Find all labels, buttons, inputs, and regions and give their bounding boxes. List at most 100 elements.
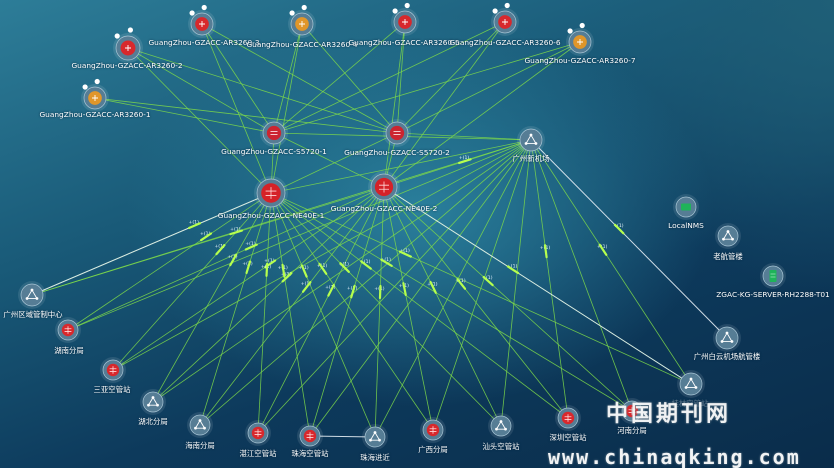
link-ne1-hubei bbox=[152, 192, 272, 403]
node-hidden[interactable] bbox=[677, 370, 705, 398]
link-ar4-ne1 bbox=[270, 23, 303, 194]
alarm-badge-icon-ar7-a bbox=[567, 28, 573, 34]
node-label-ne40e-1[interactable]: GuangZhou-GZACC-NE40E-1 bbox=[217, 211, 325, 220]
link-flow-25 bbox=[506, 265, 520, 275]
node-label-jhgz[interactable]: 老航管楼 bbox=[713, 252, 743, 261]
node-label-ar3260-7[interactable]: GuangZhou-GZACC-AR3260-7 bbox=[524, 56, 636, 65]
node-ar5[interactable] bbox=[391, 2, 419, 36]
node-label-guangxi[interactable]: 广西分局 bbox=[418, 445, 448, 454]
monitor-icon-localnms bbox=[681, 203, 691, 211]
node-kgserver[interactable] bbox=[760, 263, 786, 289]
node-label-ar3260-6[interactable]: GuangZhou-GZACC-AR3260-6 bbox=[449, 38, 561, 47]
link-white-zhuhai-zhuhaijinjin bbox=[309, 435, 376, 438]
node-label-sanya[interactable]: 三亚空管站 bbox=[93, 385, 131, 394]
node-label-s5720-1[interactable]: GuangZhou-GZACC-S5720-1 bbox=[221, 147, 327, 156]
link-flow-28 bbox=[613, 223, 625, 235]
link-gzxjz-shenzhen bbox=[530, 139, 569, 419]
node-label-zhanjiang[interactable]: 湛江空管站 bbox=[239, 449, 277, 458]
node-ar2[interactable] bbox=[113, 27, 143, 63]
node-ar1[interactable] bbox=[81, 78, 109, 112]
link-badge-4: +(1) bbox=[214, 244, 225, 250]
node-zhuhaijinjin[interactable] bbox=[362, 424, 388, 450]
node-label-gzxjz[interactable]: 广州新机场 bbox=[512, 154, 550, 163]
alarm-badge-icon-ar2-a bbox=[114, 33, 120, 39]
link-gzxjz-sanya bbox=[112, 139, 532, 371]
node-label-shenzhen[interactable]: 深圳空管站 bbox=[549, 433, 587, 442]
link-badge-6: +(1) bbox=[227, 254, 238, 260]
node-localnms[interactable] bbox=[673, 194, 699, 220]
firewall-icon-shenzhen-mark bbox=[564, 414, 572, 422]
node-label-localnms[interactable]: LocalNMS bbox=[668, 221, 704, 230]
node-henan[interactable] bbox=[619, 398, 645, 424]
node-hubei[interactable] bbox=[140, 389, 166, 415]
node-s2[interactable] bbox=[383, 119, 411, 147]
link-ne2-zhuhaijinjin bbox=[374, 186, 385, 438]
node-label-hainan[interactable]: 海南分局 bbox=[185, 441, 215, 450]
node-byjc[interactable] bbox=[713, 324, 741, 352]
node-hunan[interactable] bbox=[55, 317, 81, 343]
node-ar4[interactable] bbox=[288, 4, 316, 38]
node-s1[interactable] bbox=[260, 119, 288, 147]
node-guangxi[interactable] bbox=[420, 417, 446, 443]
network-hub-icon-zhuhaijinjin-dot2 bbox=[378, 438, 381, 442]
node-label-hubei[interactable]: 湖北分局 bbox=[138, 417, 168, 426]
router-icon-ar7-mark bbox=[577, 39, 583, 45]
network-hub-icon-shantou-dot1 bbox=[495, 427, 498, 431]
node-ne1[interactable] bbox=[254, 176, 288, 210]
server-icon-kgserver bbox=[769, 270, 777, 282]
node-label-ar3260-2[interactable]: GuangZhou-GZACC-AR3260-2 bbox=[71, 61, 183, 70]
node-label-hunan[interactable]: 湖南分局 bbox=[54, 346, 84, 355]
node-hainan[interactable] bbox=[187, 412, 213, 438]
firewall-icon-hunan-mark bbox=[64, 326, 72, 334]
switch-icon-s2 bbox=[389, 125, 405, 141]
node-ar3[interactable] bbox=[188, 4, 216, 38]
node-ring-gzxjz bbox=[519, 128, 543, 152]
alarm-badge-icon-ar1-b bbox=[94, 78, 100, 85]
node-jhgz[interactable] bbox=[715, 223, 741, 249]
node-ring-zhuhaijinjin bbox=[364, 426, 386, 448]
node-label-zhuhaijinjin[interactable]: 珠海进近 bbox=[360, 453, 390, 462]
network-hub-icon-jhgz-dot2 bbox=[731, 237, 734, 241]
node-ar7[interactable] bbox=[566, 22, 594, 56]
link-badge-28: +(1) bbox=[613, 223, 624, 229]
node-ar6[interactable] bbox=[491, 2, 519, 36]
link-gzxjz-hidden bbox=[530, 139, 692, 385]
link-ne2-henan bbox=[383, 186, 633, 412]
alarm-badge-icon-ar1-a bbox=[82, 84, 88, 90]
node-label-ar3260-1[interactable]: GuangZhou-GZACC-AR3260-1 bbox=[39, 110, 151, 119]
node-label-henan[interactable]: 河南分局 bbox=[617, 426, 647, 435]
node-label-s5720-2[interactable]: GuangZhou-GZACC-S5720-2 bbox=[344, 148, 450, 157]
node-shantou[interactable] bbox=[488, 413, 514, 439]
node-label-hidden[interactable]: 桂林空管站 bbox=[671, 399, 709, 408]
link-white-gzxjz-byjc bbox=[530, 139, 728, 339]
link-badge-2: +(1) bbox=[200, 231, 211, 237]
node-ne2[interactable] bbox=[368, 171, 400, 203]
alarm-badge-icon-ar6-a bbox=[492, 8, 498, 14]
node-gzxjz[interactable] bbox=[517, 126, 545, 154]
node-label-shantou[interactable]: 汕头空管站 bbox=[482, 442, 520, 451]
link-gzxjz-guangxi bbox=[432, 139, 532, 431]
node-label-ar3260-4[interactable]: GuangZhou-GZACC-AR3260-4 bbox=[246, 40, 358, 49]
link-badge-8: +(1) bbox=[242, 261, 253, 267]
node-label-ar3260-5[interactable]: GuangZhou-GZACC-AR3260-5 bbox=[348, 38, 460, 47]
router-icon-ar5-mark bbox=[402, 19, 408, 25]
network-hub-icon-jhgz bbox=[723, 231, 733, 240]
node-zhuhai[interactable] bbox=[297, 423, 323, 449]
node-qygk[interactable] bbox=[18, 281, 46, 309]
node-label-byjc[interactable]: 广州白云机场航管楼 bbox=[693, 352, 761, 361]
node-label-qygk[interactable]: 广州区域管制中心 bbox=[3, 310, 63, 319]
link-ne1-gzxjz bbox=[270, 139, 532, 194]
link-flow-9 bbox=[301, 281, 312, 293]
link-white-ne1-qygk bbox=[31, 192, 272, 296]
node-label-kgserver[interactable]: ZGAC-KG-SERVER-RH2288-T01 bbox=[716, 290, 830, 299]
link-badge-11: +(1) bbox=[325, 284, 336, 290]
network-hub-icon-gzxjz-dot1 bbox=[524, 142, 528, 145]
node-label-zhuhai[interactable]: 珠海空管站 bbox=[291, 449, 329, 458]
node-label-ar3260-3[interactable]: GuangZhou-GZACC-AR3260-3 bbox=[148, 38, 260, 47]
node-shenzhen[interactable] bbox=[555, 405, 581, 431]
node-label-ne40e-2[interactable]: GuangZhou-GZACC-NE40E-2 bbox=[330, 204, 438, 213]
node-zhanjiang[interactable] bbox=[245, 420, 271, 446]
node-sanya[interactable] bbox=[100, 357, 126, 383]
